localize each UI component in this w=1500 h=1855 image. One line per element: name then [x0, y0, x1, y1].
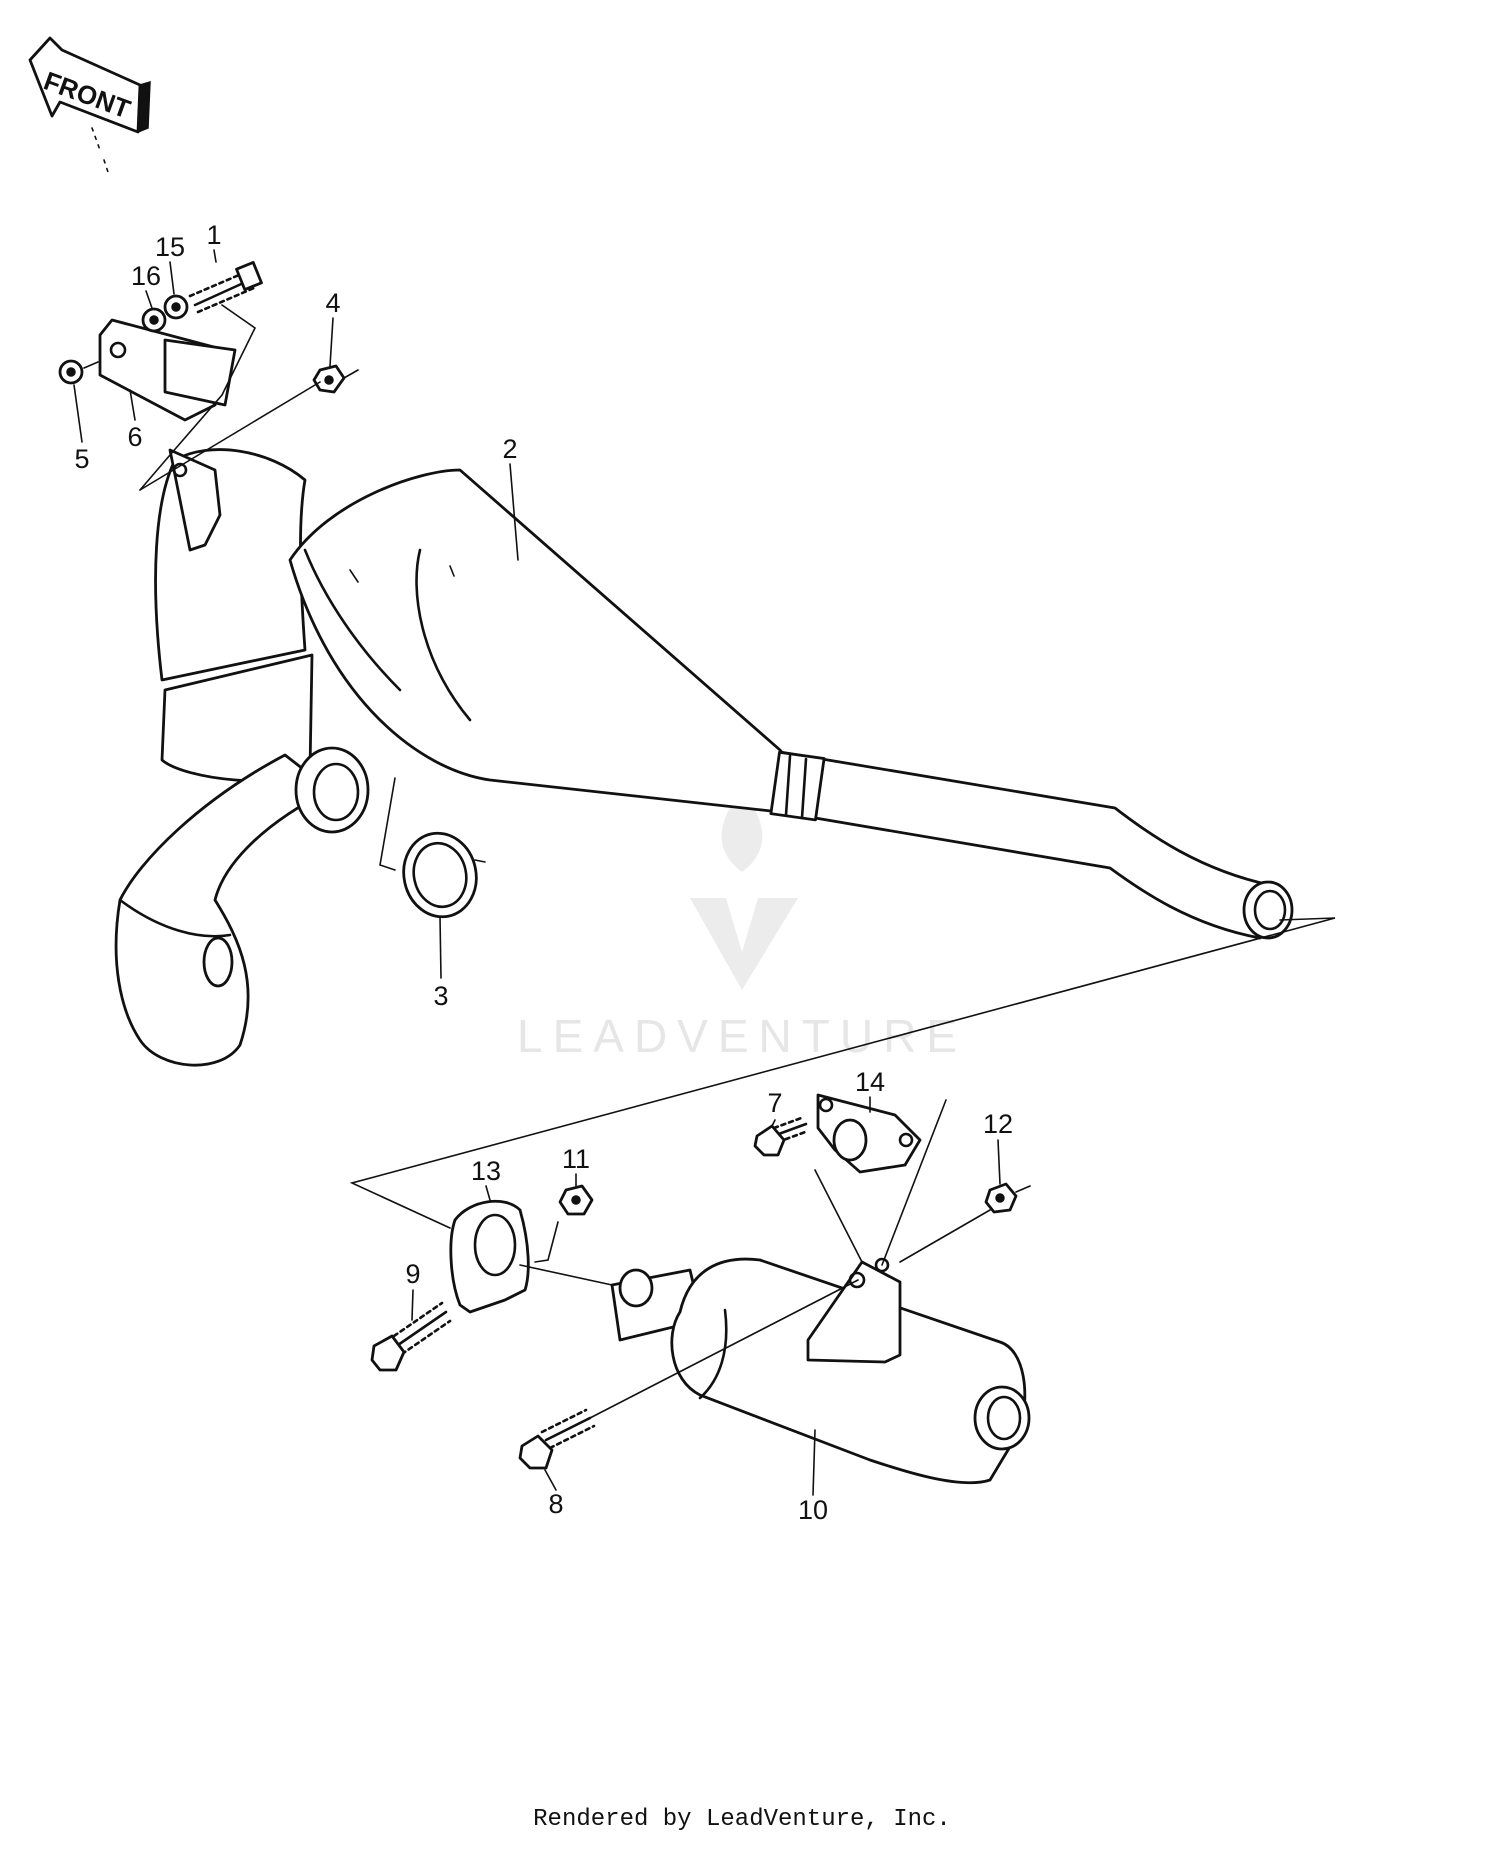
watermark-flame-icon	[721, 790, 763, 872]
callout-12: 12	[983, 1109, 1013, 1139]
exhaust-gasket	[379, 777, 486, 919]
callout-8: 8	[548, 1489, 563, 1519]
callout-9: 9	[405, 1259, 420, 1289]
callout-10: 10	[798, 1495, 828, 1525]
callout-4: 4	[325, 288, 340, 318]
expansion-chamber	[114, 448, 1294, 1067]
callout-14: 14	[855, 1067, 885, 1097]
watermark-v-icon	[690, 898, 798, 990]
footer-credit: Rendered by LeadVenture, Inc.	[533, 1806, 951, 1833]
muffler-clamp	[449, 1199, 613, 1314]
watermark-text: LEADVENTURE	[517, 1010, 967, 1062]
callout-3: 3	[433, 981, 448, 1011]
front-arrow: FRONT	[28, 36, 151, 173]
callout-13: 13	[471, 1156, 501, 1186]
callout-5: 5	[74, 444, 89, 474]
callout-2: 2	[502, 434, 517, 464]
callout-11: 11	[562, 1144, 590, 1174]
part-callouts: 1 2 3 4 5 6 7 8 9 10 11 12 13 14 15 16	[74, 220, 1013, 1525]
watermark: LEADVENTURE	[517, 790, 967, 1062]
callout-leaders	[73, 249, 1001, 1496]
callout-6: 6	[127, 422, 142, 452]
callout-1: 1	[206, 220, 221, 250]
chamber-bracket-assembly	[58, 261, 359, 491]
callout-15: 15	[155, 232, 185, 262]
muffler	[610, 1257, 1031, 1485]
muffler-hardware	[370, 1093, 1031, 1470]
callout-16: 16	[131, 261, 161, 291]
assembly-leader-line	[349, 917, 1336, 1229]
callout-7: 7	[767, 1088, 782, 1118]
